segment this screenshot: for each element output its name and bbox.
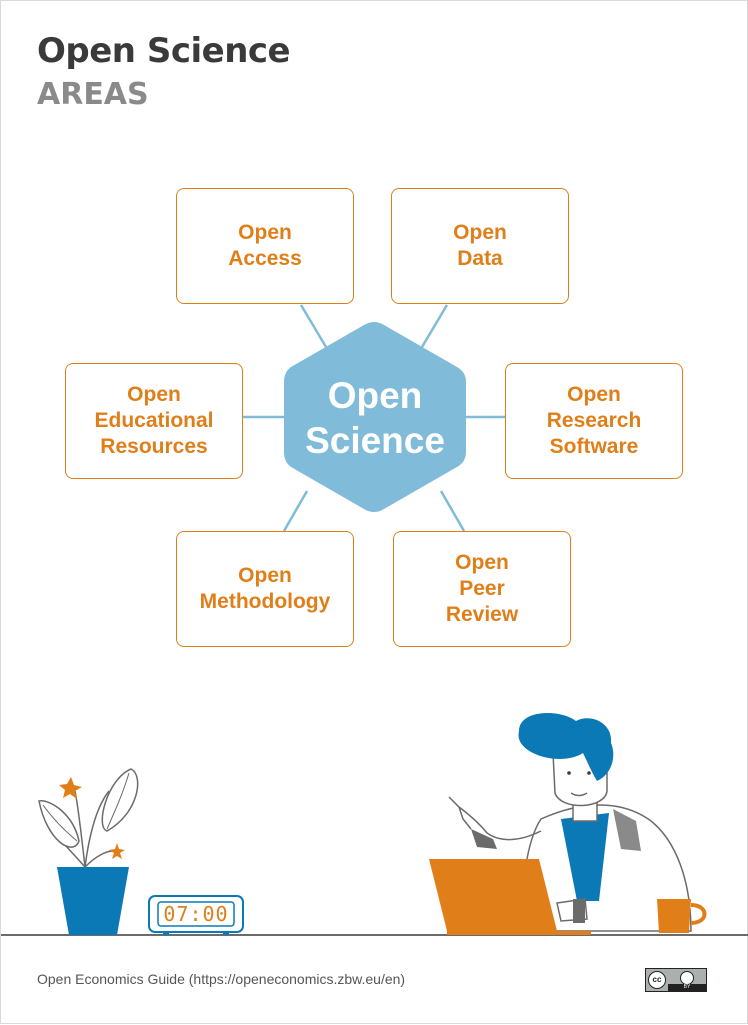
shirt-icon: [561, 813, 609, 901]
leaf-icon: [101, 768, 139, 832]
footer-credit: Open Economics Guide (https://openeconom…: [37, 971, 406, 987]
plant-stem-icon: [74, 790, 86, 868]
center-label: Open Science: [305, 375, 445, 461]
plant-stem-icon: [84, 790, 110, 868]
cuff-icon: [573, 899, 585, 923]
leaf-vein-icon: [42, 804, 78, 842]
laptop-icon: [429, 859, 557, 931]
connector-open-methodology: [282, 490, 309, 532]
area-box-open-methodology: Open Methodology: [176, 531, 354, 647]
connector-open-peer-review: [439, 490, 466, 532]
area-box-open-peer-review: Open Peer Review: [393, 531, 571, 647]
cc-by-license-badge[interactable]: cc BY: [645, 968, 707, 992]
plant-illustration: [38, 768, 139, 935]
eye-icon: [567, 771, 571, 775]
area-box-open-access: Open Access: [176, 188, 354, 304]
collar-icon: [613, 809, 641, 851]
area-box-open-data: Open Data: [391, 188, 569, 304]
area-label: Open Educational Resources: [94, 383, 214, 458]
leaf-vein-icon: [106, 772, 130, 830]
plant-stem-icon: [84, 850, 114, 868]
area-box-open-research-software: Open Research Software: [505, 363, 683, 479]
arm-icon: [486, 830, 542, 841]
clock-time: 07:00: [163, 902, 229, 926]
flower-pot-icon: [57, 867, 129, 935]
mug-handle-icon: [690, 903, 707, 925]
center-hexagon: [284, 322, 466, 512]
license-by-label: BY: [668, 984, 706, 991]
sleeve-icon: [471, 829, 497, 849]
page-title: Open Science: [37, 31, 291, 71]
flower-icon: [59, 777, 82, 799]
clock-foot-icon: [163, 931, 169, 935]
digital-clock: [148, 895, 244, 935]
pointing-hand-icon: [448, 796, 488, 834]
area-box-open-educational-resources: Open Educational Resources: [65, 363, 243, 479]
area-label: Open Access: [228, 221, 302, 270]
laptop-base-icon: [447, 931, 591, 935]
eye-icon: [587, 771, 591, 775]
area-label: Open Research Software: [546, 383, 642, 458]
connector-open-data: [420, 304, 449, 348]
hair-icon: [518, 712, 614, 781]
area-label: Open Data: [453, 221, 507, 270]
clock-screen-icon: [157, 901, 235, 927]
connector-lines: [243, 304, 505, 532]
coffee-mug-icon: [657, 899, 691, 933]
mouth-icon: [570, 792, 588, 797]
page-subtitle: AREAS: [37, 77, 149, 112]
clock-foot-icon: [223, 931, 229, 935]
area-label: Open Peer Review: [445, 551, 519, 626]
flower-icon: [109, 843, 125, 859]
attribution-person-icon: [680, 971, 694, 985]
area-label: Open Methodology: [199, 564, 331, 613]
person-illustration: [429, 712, 707, 935]
creative-commons-icon: cc: [648, 971, 666, 989]
connector-open-access: [299, 304, 328, 348]
